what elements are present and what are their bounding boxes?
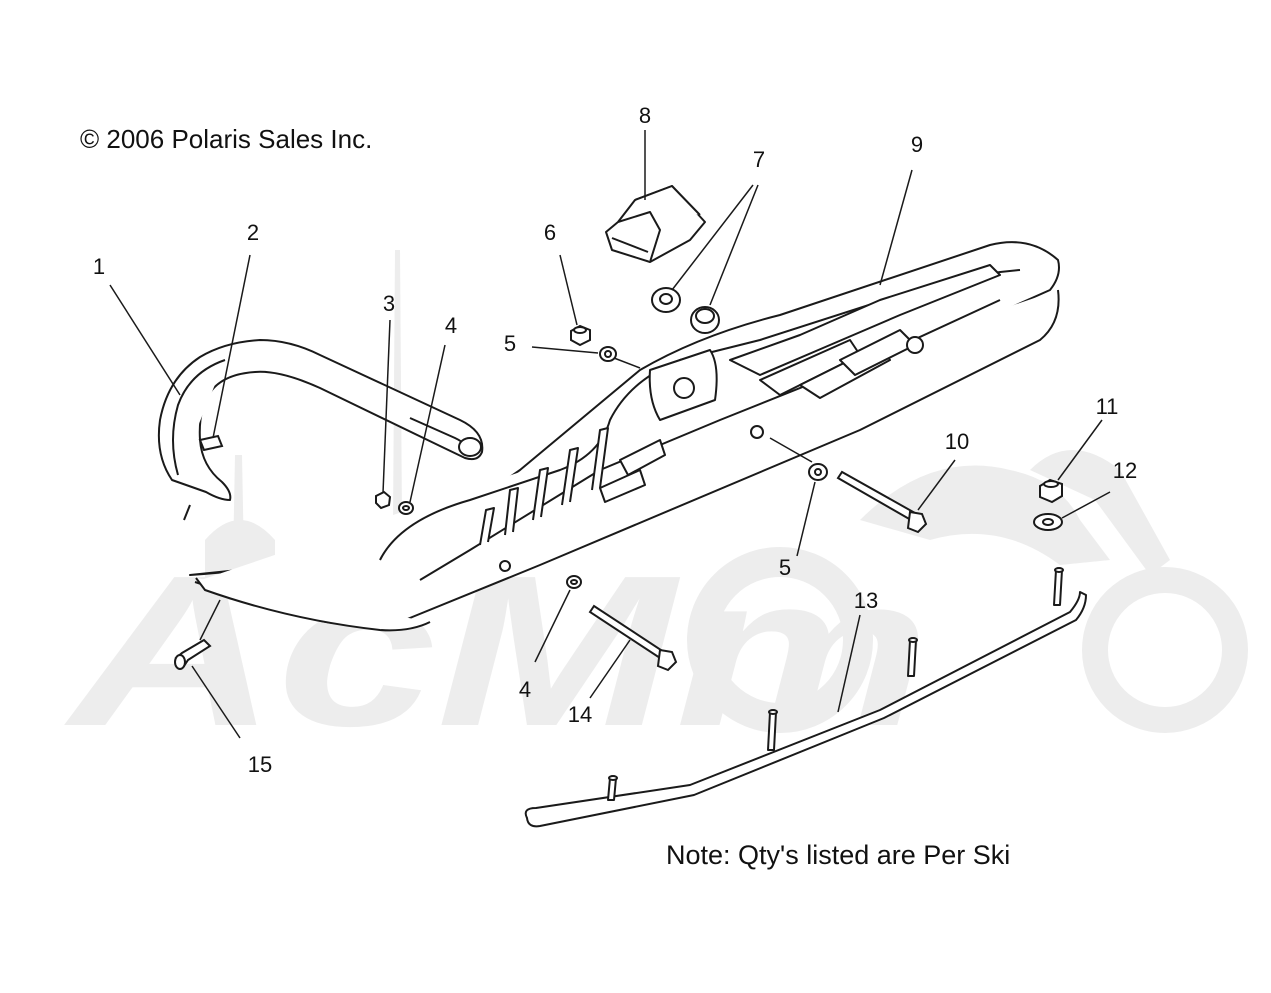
- leader-4a: [409, 344, 446, 503]
- leader-14: [589, 639, 631, 699]
- callout-15: 15: [247, 752, 273, 777]
- callout-13: 13: [853, 588, 879, 613]
- copyright-text: © 2006 Polaris Sales Inc.: [80, 124, 373, 154]
- leader-11: [1057, 419, 1103, 481]
- part-2-clip: [198, 434, 224, 452]
- part-8-wear-pad: [605, 185, 706, 263]
- leader-4b: [534, 589, 571, 663]
- leader-5b2: [769, 437, 813, 463]
- callout-9: 9: [910, 132, 924, 157]
- part-10-bolt: [836, 470, 928, 534]
- part-13-runner: [524, 567, 1087, 828]
- leader-10: [917, 459, 956, 511]
- callout-12: 12: [1112, 458, 1138, 483]
- part-9-ski-body: [189, 241, 1060, 632]
- leader-9: [879, 169, 913, 286]
- leader-13: [837, 614, 861, 713]
- leader-7a: [671, 184, 754, 291]
- callout-11: 11: [1095, 394, 1119, 419]
- part-1-ski-loop: [157, 339, 484, 521]
- part-6-nut: [570, 324, 591, 347]
- leader-15: [191, 665, 241, 739]
- callout-1: 1: [92, 254, 106, 279]
- leader-2: [212, 254, 251, 439]
- callout-4a: 4: [444, 313, 458, 338]
- callout-5a: 5: [503, 331, 517, 356]
- part-14-bolt: [588, 604, 678, 672]
- leader-15b: [199, 599, 221, 641]
- hardware-small: [375, 346, 1063, 589]
- part-3-nut: [375, 490, 392, 510]
- callout-10: 10: [944, 429, 970, 454]
- quantity-note: Note: Qty's listed are Per Ski: [666, 840, 1011, 870]
- leader-1: [109, 284, 181, 396]
- part-15-pin: [174, 638, 212, 670]
- leader-12: [1061, 491, 1111, 519]
- part-7-bushings: [651, 287, 720, 334]
- callout-5b: 5: [778, 555, 792, 580]
- leader-7b: [709, 184, 759, 306]
- callout-2: 2: [246, 220, 260, 245]
- callout-8: 8: [638, 103, 652, 128]
- callout-7: 7: [752, 147, 766, 172]
- leader-5a: [531, 346, 599, 354]
- callout-4b: 4: [518, 677, 532, 702]
- leader-5b: [796, 481, 816, 557]
- callout-14: 14: [567, 702, 593, 727]
- leader-5a2: [613, 357, 641, 369]
- callout-6: 6: [543, 220, 557, 245]
- leader-6: [559, 254, 578, 326]
- leader-3: [382, 319, 391, 494]
- callout-3: 3: [382, 291, 396, 316]
- leader-lines: [109, 130, 1111, 739]
